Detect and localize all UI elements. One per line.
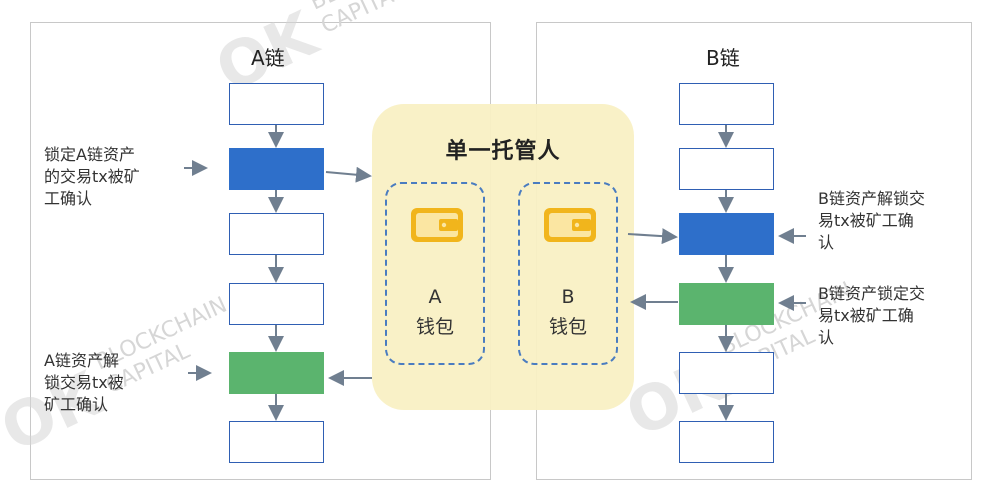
note-b-unlock: B链资产解锁交 易tx被矿工确 认 bbox=[818, 189, 925, 252]
chain-a-block-unlock bbox=[229, 352, 324, 394]
chain-b-block-2 bbox=[679, 148, 774, 190]
chain-b-block-6 bbox=[679, 421, 774, 463]
arrow-wallet-b-to-b bbox=[627, 228, 678, 245]
chain-a-block-4 bbox=[229, 283, 324, 325]
chain-a-block-6 bbox=[229, 421, 324, 463]
note-a-unlock: A链资产解 锁交易tx被 矿工确认 bbox=[44, 351, 124, 414]
chain-a-title: A链 bbox=[251, 46, 285, 70]
wallet-icon bbox=[542, 206, 598, 244]
chain-b-block-unlock bbox=[679, 213, 774, 255]
wallet-a-letter: A bbox=[428, 286, 442, 308]
custodian-title: 单一托管人 bbox=[445, 139, 561, 164]
chain-a-block-1 bbox=[229, 83, 324, 125]
arrow-a-to-wallet-a bbox=[325, 166, 372, 183]
wallet-b-letter: B bbox=[561, 286, 575, 308]
note-b-lock: B链资产锁定交 易tx被矿工确 认 bbox=[818, 284, 925, 347]
chain-b-block-lock bbox=[679, 283, 774, 325]
chain-b-title: B链 bbox=[706, 46, 740, 70]
wallet-a: A 钱包 bbox=[385, 182, 485, 365]
chain-b-block-5 bbox=[679, 352, 774, 394]
chain-a-block-3 bbox=[229, 213, 324, 255]
chain-a-block-lock bbox=[229, 148, 324, 190]
wallet-b: B 钱包 bbox=[518, 182, 618, 365]
wallet-b-label: 钱包 bbox=[548, 316, 587, 338]
custodian-area bbox=[372, 104, 634, 410]
wallet-icon bbox=[409, 206, 465, 244]
note-a-lock: 锁定A链资产 的交易tx被矿 工确认 bbox=[44, 145, 140, 208]
chain-b-block-1 bbox=[679, 83, 774, 125]
wallet-a-label: 钱包 bbox=[415, 316, 454, 338]
